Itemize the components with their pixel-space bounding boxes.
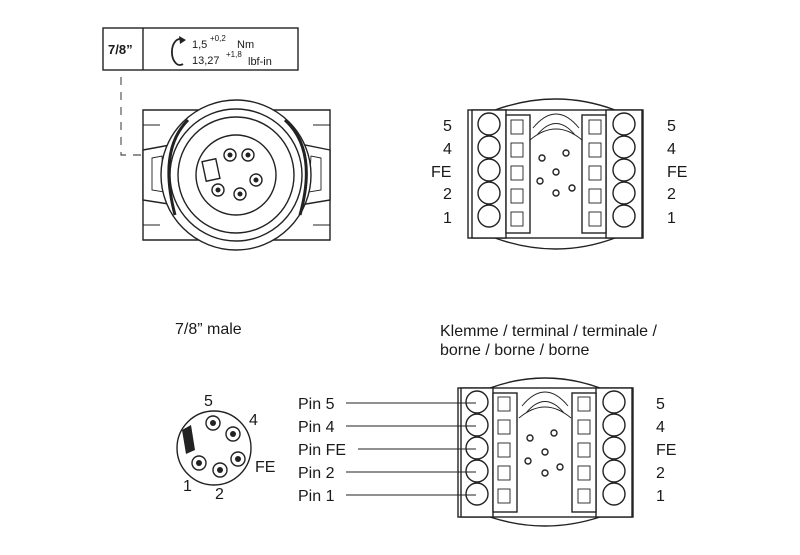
bottom-right-label-1: 1 <box>656 488 665 505</box>
male-pin-2-label: 2 <box>215 486 224 503</box>
bottom-right-label-5: 5 <box>656 396 665 413</box>
leader-line <box>120 77 172 156</box>
male-key-marker <box>182 425 195 454</box>
terminal-top-left-screws <box>477 112 501 228</box>
top-left-label-4: 4 <box>443 141 452 158</box>
torque-nm-unit: Nm <box>237 39 254 51</box>
terminal-bottom-view: Klemme / terminal / terminale / borne / … <box>298 323 676 527</box>
male-pin-5-label: 5 <box>204 393 213 410</box>
male-pin-1-label: 1 <box>183 478 192 495</box>
top-left-label-2: 2 <box>443 186 452 203</box>
torque-nm-tolerance: +0,2 <box>210 34 226 43</box>
pin-2-label: Pin 2 <box>298 465 335 482</box>
torque-lbf-unit: lbf-in <box>248 56 272 68</box>
pin-fe-label: Pin FE <box>298 442 346 459</box>
terminal-caption-line1: Klemme / terminal / terminale / <box>440 323 658 340</box>
male-caption: 7/8” male <box>175 321 242 338</box>
pin-leader-lines <box>346 402 476 496</box>
torque-lbf-tolerance: +1,8 <box>226 50 242 59</box>
pin-1-label: Pin 1 <box>298 488 335 505</box>
male-pin-view: 7/8” male 5 4 FE 1 2 <box>175 321 275 503</box>
torque-spec-box: 7/8” 1,5 +0,2 Nm 13,27 +1,8 lbf-in <box>102 27 299 71</box>
top-right-label-2: 2 <box>667 186 676 203</box>
top-right-label-5: 5 <box>667 118 676 135</box>
top-left-label-1: 1 <box>443 210 452 227</box>
bottom-right-label-2: 2 <box>656 465 665 482</box>
top-right-label-4: 4 <box>667 141 676 158</box>
bottom-right-label-fe: FE <box>656 442 676 459</box>
torque-rotation-icon <box>171 36 186 66</box>
connector-front-view <box>142 99 331 251</box>
terminal-top-view: 5 4 FE 2 1 5 4 FE 2 1 <box>431 98 687 250</box>
terminal-caption-line2: borne / borne / borne <box>440 342 590 359</box>
pin-5-label: Pin 5 <box>298 396 335 413</box>
top-left-label-5: 5 <box>443 118 452 135</box>
terminal-bottom-left-screws <box>465 390 489 506</box>
top-right-label-1: 1 <box>667 210 676 227</box>
bottom-right-label-4: 4 <box>656 419 665 436</box>
top-right-label-fe: FE <box>667 164 687 181</box>
pin-4-label: Pin 4 <box>298 419 335 436</box>
connector-size-label: 7/8” <box>108 42 133 57</box>
male-pin-fe-label: FE <box>255 459 275 476</box>
male-pin-4-label: 4 <box>249 412 258 429</box>
torque-lbf-value: 13,27 <box>192 55 220 67</box>
terminal-bottom-right-screws <box>602 390 626 506</box>
torque-nm-value: 1,5 <box>192 39 207 51</box>
terminal-top-right-screws <box>612 112 636 228</box>
front-pins <box>211 148 263 201</box>
top-left-label-fe: FE <box>431 164 451 181</box>
